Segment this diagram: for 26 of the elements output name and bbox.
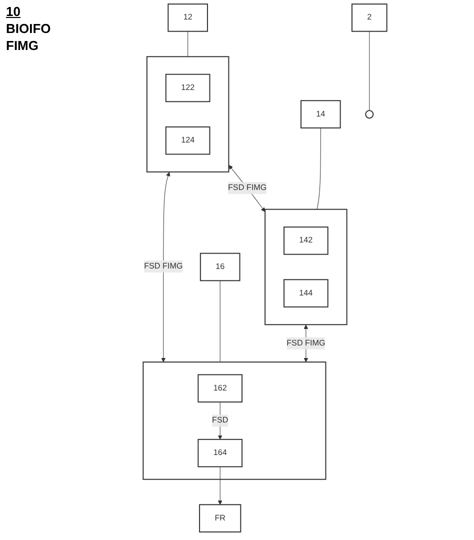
node-box: FR [199, 504, 242, 532]
node-box: 164 [198, 438, 243, 468]
edge-label: FSD FIMG [286, 338, 326, 348]
node-person [365, 110, 374, 119]
node-box: 162 [198, 374, 243, 402]
node-box: 14 [300, 100, 341, 128]
connector [316, 128, 321, 210]
arrow [218, 466, 222, 505]
signal-label: BIOIFO [6, 21, 51, 36]
figure-number: 10 [6, 4, 22, 19]
node-box: 16 [200, 252, 240, 282]
edge-label: FSD [212, 416, 228, 425]
cluster [142, 362, 326, 480]
node-box: 142 [284, 226, 328, 255]
edge-label: FSD FIMG [144, 262, 183, 271]
edge-label: FSD FIMG [228, 184, 267, 192]
cluster [146, 56, 230, 172]
arrow [161, 172, 170, 362]
cluster [264, 208, 348, 326]
node-box: 2 [351, 4, 388, 32]
node-box: 144 [284, 279, 328, 308]
signal-label: FIMG [6, 38, 40, 53]
connector [369, 31, 370, 111]
node-box: 12 [168, 4, 208, 32]
node-box: 122 [165, 74, 210, 102]
node-box: 124 [165, 126, 210, 155]
